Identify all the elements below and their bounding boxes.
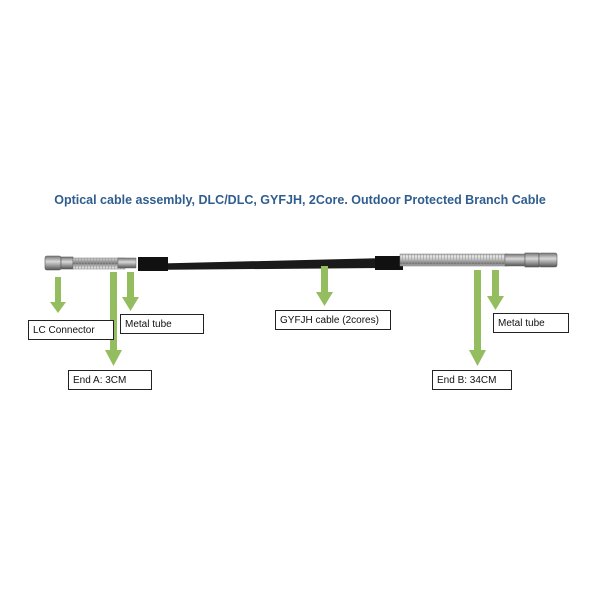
arrow-lc-connector: [50, 277, 66, 313]
lc-connector-right-a: [524, 252, 540, 268]
lc-connector-right-b: [538, 252, 558, 268]
label-end-b: End B: 34CM: [432, 370, 512, 390]
right-end-assembly: [375, 252, 558, 270]
metal-tube-left-ferrule: [117, 257, 137, 269]
pointer-arrows: [50, 266, 504, 366]
arrow-end-b: [469, 270, 486, 366]
metal-tube-right: [399, 253, 509, 267]
boot-right: [375, 256, 403, 270]
arrow-metal-tube-right: [487, 270, 504, 310]
lc-connector-left-a: [44, 255, 62, 271]
label-end-a: End A: 3CM: [68, 370, 152, 390]
label-lc-connector: LC Connector: [28, 320, 114, 340]
diagram-title: Optical cable assembly, DLC/DLC, GYFJH, …: [54, 193, 546, 207]
arrow-gyfjh-cable: [316, 266, 333, 306]
gyfjh-cable: [140, 258, 385, 270]
metal-tube-left: [72, 257, 126, 270]
arrow-end-a: [105, 272, 122, 366]
boot-left: [138, 257, 168, 271]
metal-tube-right-ferrule: [504, 253, 526, 267]
label-metal-tube-right: Metal tube: [493, 313, 569, 333]
lc-connector-left-b: [60, 256, 74, 270]
arrow-metal-tube-left: [122, 272, 139, 311]
label-gyfjh-cable: GYFJH cable (2cores): [275, 310, 391, 330]
label-metal-tube-left: Metal tube: [120, 314, 204, 334]
left-end-assembly: [44, 255, 168, 271]
